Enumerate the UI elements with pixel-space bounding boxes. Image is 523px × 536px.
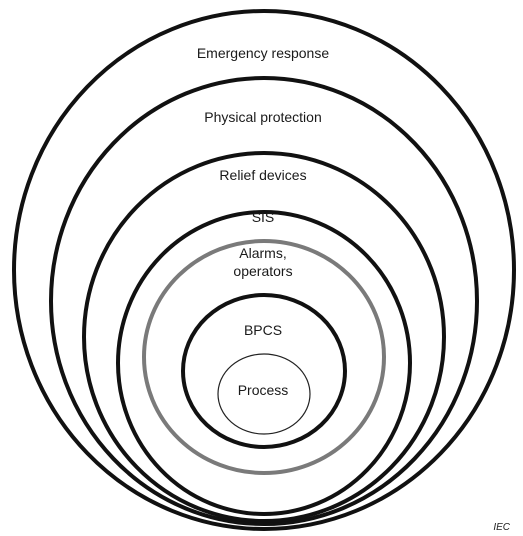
sis-label: SIS (252, 209, 275, 225)
process-ring (217, 353, 311, 435)
bpcs-ring (181, 293, 347, 449)
alarms-operators-ring (142, 239, 386, 475)
physical-protection-ring (49, 76, 479, 526)
sis-ring (116, 210, 412, 516)
alarms-operators-label-line2: operators (233, 263, 292, 279)
relief-devices-ring (82, 151, 446, 523)
alarms-operators-label-line1: Alarms, (239, 245, 286, 261)
emergency-response-ring (12, 9, 516, 531)
process-label: Process (238, 382, 289, 398)
relief-devices-label: Relief devices (219, 167, 306, 183)
source-label: IEC (493, 522, 510, 533)
physical-protection-label: Physical protection (204, 109, 322, 125)
emergency-response-label: Emergency response (197, 45, 330, 61)
bpcs-label: BPCS (244, 322, 282, 338)
